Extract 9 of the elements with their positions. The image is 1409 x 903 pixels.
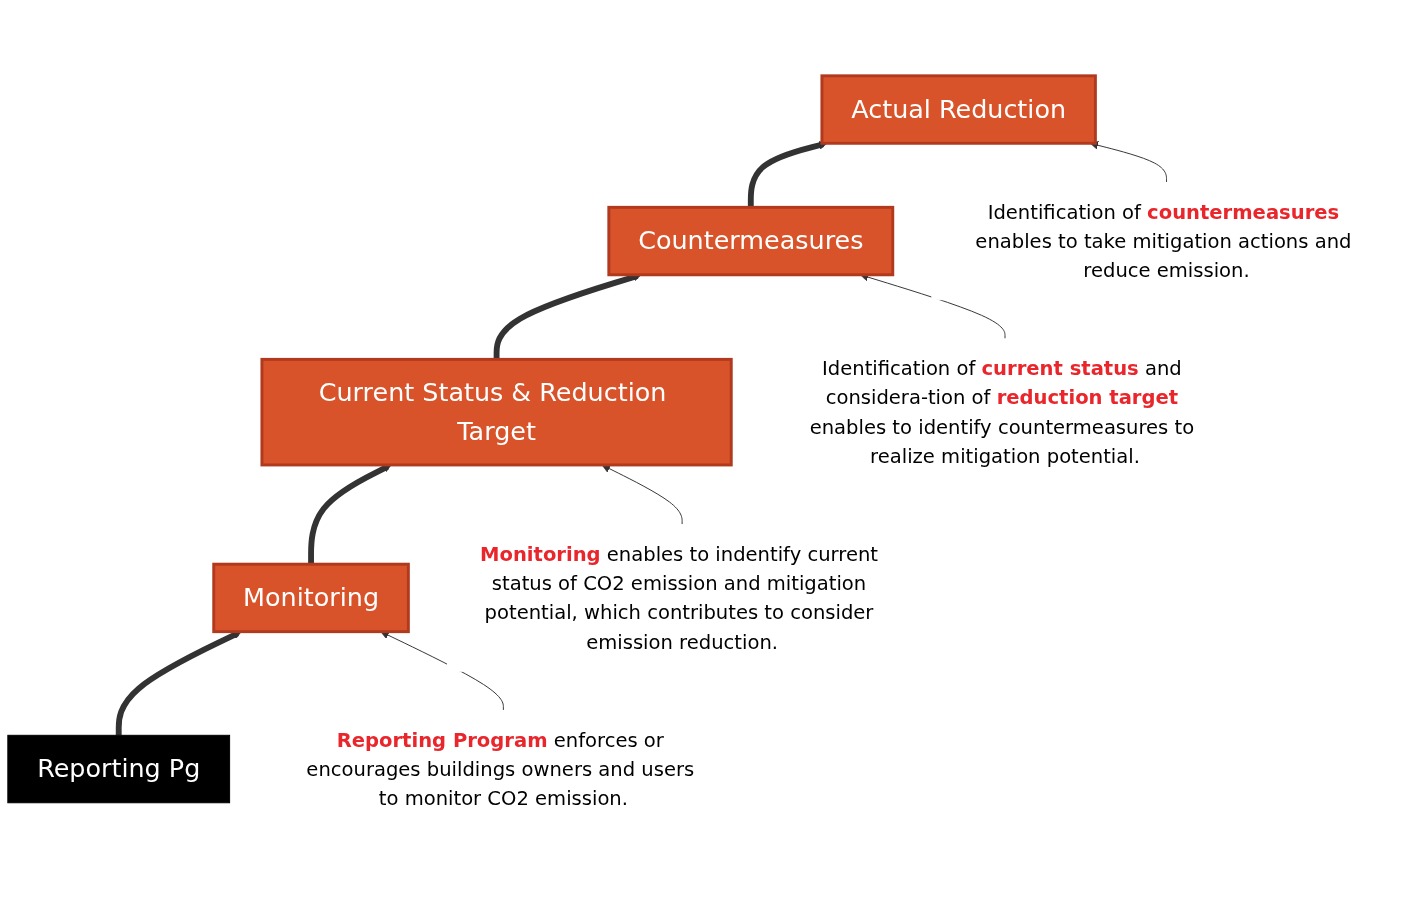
node-text: Identification of current status and considera-tion of reduction target enables to identify countermeasures to realize mitigation potential. bbox=[809, 356, 1195, 468]
node-box: Countermeasures bbox=[607, 205, 895, 276]
node-box: Actual Reduction bbox=[820, 74, 1097, 145]
node-box: Monitoring bbox=[212, 562, 410, 633]
node-box: Reporting Pg bbox=[7, 734, 231, 803]
node-text: Monitoring enables to indentify current status of CO2 emission and mitigation potential, which contributes to consider emission reduction. bbox=[480, 541, 878, 654]
node-box: Current Status & Reduction Target bbox=[260, 357, 733, 467]
node-text: Reporting Program enforces or encourages buildings owners and users to monitor CO2 emission. bbox=[306, 727, 695, 810]
node-text: Identification of countermeasures enables to take mitigation actions and reduce emission. bbox=[975, 199, 1352, 282]
